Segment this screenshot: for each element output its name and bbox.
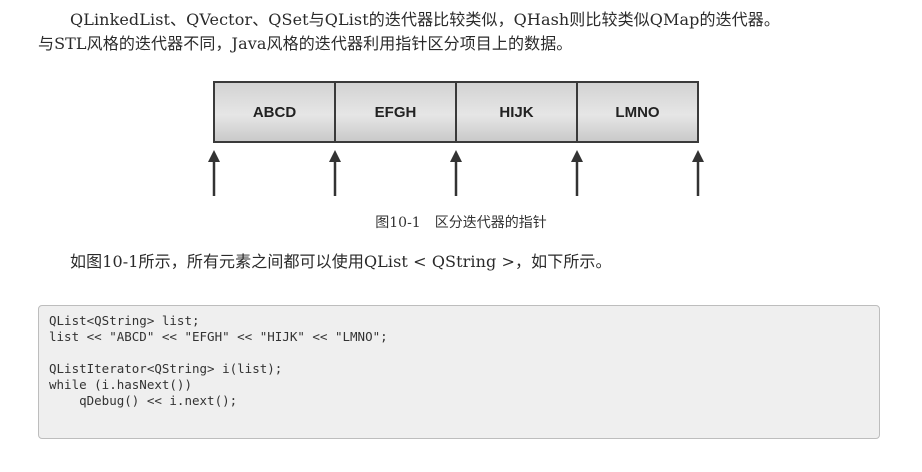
figure-caption: 图10-1 区分迭代器的指针: [375, 215, 547, 231]
code-line: qDebug() << i.next();: [49, 393, 238, 408]
code-line: list << "ABCD" << "EFGH" << "HIJK" << "L…: [49, 329, 388, 344]
intro-line-2: 与STL风格的迭代器不同，Java风格的迭代器利用指针区分项目上的数据。: [38, 34, 573, 53]
code-line: [49, 345, 869, 361]
code-line: while (i.hasNext()): [49, 377, 192, 392]
list-cell: HIJK: [455, 81, 578, 143]
list-cell: ABCD: [213, 81, 336, 143]
list-cell-label: HIJK: [499, 104, 533, 121]
code-line: QListIterator<QString> i(list);: [49, 361, 283, 376]
list-cell-label: EFGH: [375, 104, 417, 121]
list-cell-box: [455, 81, 578, 143]
list-cell-label: LMNO: [615, 104, 659, 121]
list-cell: LMNO: [576, 81, 699, 143]
iterator-diagram: ABCD EFGH HIJK LMNO: [200, 76, 720, 200]
list-cell-box: [334, 81, 457, 143]
iterator-pointer-arrow: [692, 150, 704, 196]
code-block: QList<QString> list; list << "ABCD" << "…: [38, 305, 880, 439]
iterator-pointer-arrow: [208, 150, 220, 196]
intro-line-1: QLinkedList、QVector、QSet与QList的迭代器比较类似，Q…: [70, 10, 780, 29]
iterator-pointer-arrow: [450, 150, 462, 196]
list-cell: EFGH: [334, 81, 457, 143]
body-paragraph: 如图10-1所示，所有元素之间都可以使用QList < QString >，如下…: [70, 252, 612, 271]
list-cell-box: [213, 81, 336, 143]
list-cell-box: [576, 81, 699, 143]
iterator-pointer-arrow: [329, 150, 341, 196]
list-cell-label: ABCD: [253, 104, 296, 121]
iterator-diagram-svg: ABCD EFGH HIJK LMNO: [208, 81, 704, 196]
intro-paragraph: QLinkedList、QVector、QSet与QList的迭代器比较类似，Q…: [38, 8, 898, 56]
code-line: QList<QString> list;: [49, 313, 200, 328]
iterator-pointer-arrow: [571, 150, 583, 196]
